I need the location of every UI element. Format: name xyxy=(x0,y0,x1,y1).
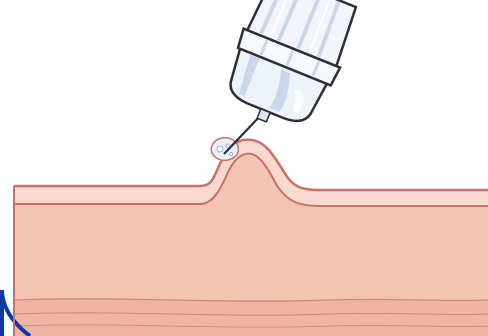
droplet-icon xyxy=(217,146,223,152)
needle-hub xyxy=(214,0,363,140)
subcutaneous-layer xyxy=(14,299,488,336)
skin-bleb-icon xyxy=(211,138,238,161)
